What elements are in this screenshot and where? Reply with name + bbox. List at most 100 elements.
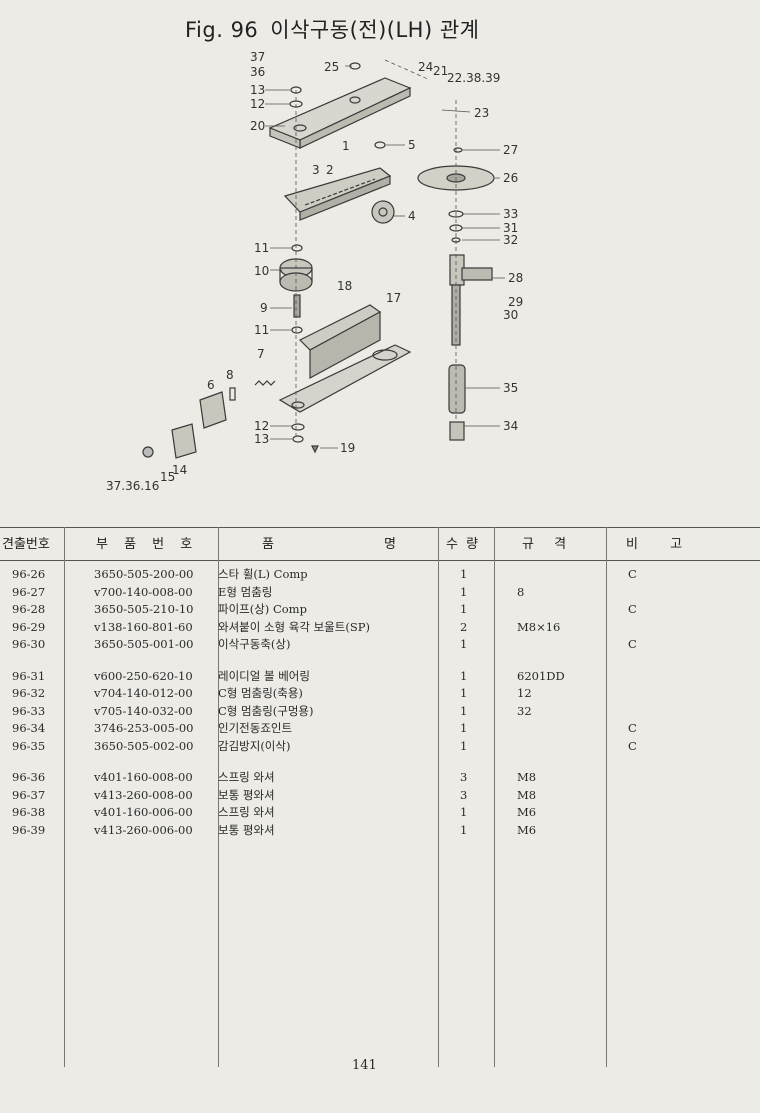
column-divider [438, 527, 439, 1067]
group-gap [218, 654, 370, 668]
cell-qty: 3 [460, 770, 468, 784]
callout: 4 [408, 209, 416, 223]
callout: 33 [503, 207, 518, 221]
header-name-a: 품 [262, 537, 274, 552]
group-gap [218, 755, 370, 769]
cell-part: 3650-505-001-00 [94, 637, 194, 651]
group-gap [517, 755, 565, 769]
callout: 35 [503, 381, 518, 395]
column-divider [218, 527, 219, 1067]
callout: 15 [160, 470, 175, 484]
cell-name: 레이디얼 볼 베어링 [218, 668, 310, 683]
cell-name: C형 멈춤링(축용) [218, 686, 303, 700]
table-header-border [0, 560, 760, 561]
cell-note: C [628, 567, 637, 581]
callout: 19 [340, 441, 355, 455]
callout: 28 [508, 271, 523, 285]
cell-qty: 2 [460, 619, 468, 634]
cell-no: 96-26 [12, 567, 46, 581]
cell-note [628, 619, 637, 637]
cell-qty: 1 [460, 567, 468, 581]
header-spec: 규 격 [522, 537, 575, 552]
callout: 14 [172, 463, 187, 477]
cell-qty: 1 [460, 822, 468, 837]
cell-qty: 1 [460, 637, 468, 651]
cell-no: 96-34 [12, 721, 46, 735]
callout: 12 [250, 97, 265, 111]
callout: 5 [408, 138, 416, 152]
cell-spec [517, 738, 565, 756]
header-qty: 수 량 [446, 537, 481, 552]
cell-spec: M6 [517, 822, 537, 837]
cell-note: C [628, 721, 637, 735]
cell-spec: M8 [517, 770, 537, 784]
callout: 30 [503, 308, 518, 322]
cell-note [628, 769, 637, 787]
callout: 31 [503, 221, 518, 235]
cell-part: v700-140-008-00 [94, 584, 193, 599]
callout: 13 [250, 83, 265, 97]
callout: 22.38.39 [447, 71, 500, 85]
cell-no: 96-32 [12, 686, 46, 700]
callout: 37.36.16 [106, 479, 159, 493]
callout: 25 [324, 60, 339, 74]
callout: 6 [207, 378, 215, 392]
callout: 27 [503, 143, 518, 157]
cell-no: 96-28 [12, 602, 46, 616]
cell-part: 3650-505-002-00 [94, 738, 194, 753]
cell-part: v413-260-008-00 [94, 787, 193, 802]
cell-spec: 8 [517, 584, 525, 599]
cell-qty: 1 [460, 668, 468, 683]
callout: 12 [254, 419, 269, 433]
cell-part: v413-260-006-00 [94, 822, 193, 837]
group-gap [460, 654, 467, 668]
cell-part: v704-140-012-00 [94, 686, 193, 700]
callout: 32 [503, 233, 518, 247]
callout: 20 [250, 119, 265, 133]
callout: 3 [312, 163, 320, 177]
header-part-no: 부 품 번 호 [96, 537, 199, 552]
callout: 9 [260, 301, 268, 315]
callout: 37 [250, 50, 265, 64]
callout: 18 [337, 279, 352, 293]
cell-note [628, 822, 637, 840]
cell-no: 96-35 [12, 738, 46, 753]
cell-spec: 12 [517, 686, 532, 700]
cell-note [628, 668, 637, 686]
cell-name: 스프링 와셔 [218, 805, 275, 819]
cell-name: C형 멈춤링(구멍용) [218, 703, 314, 718]
group-gap [94, 654, 193, 668]
cell-name: 감김방지(이삭) [218, 738, 291, 753]
cell-qty: 1 [460, 703, 468, 718]
column-divider [64, 527, 65, 1067]
cell-part: v705-140-032-00 [94, 703, 193, 718]
cell-spec [517, 636, 565, 654]
cell-note [628, 685, 637, 703]
cell-no: 96-39 [12, 822, 46, 837]
cell-qty: 1 [460, 686, 468, 700]
cell-note: C [628, 602, 637, 616]
cell-no: 96-38 [12, 805, 46, 819]
cell-qty: 1 [460, 738, 468, 753]
callout: 2 [326, 163, 334, 177]
cell-qty: 3 [460, 787, 468, 802]
callout: 11 [254, 241, 269, 255]
cell-spec: M8×16 [517, 619, 561, 634]
exploded-parts-diagram: 37 36 13 12 20 25 24 21 22.38.39 23 5 27… [106, 50, 523, 493]
group-gap [628, 755, 637, 769]
cell-name: E형 멈춤링 [218, 584, 273, 599]
callout: 24 [418, 60, 433, 74]
callout: 10 [254, 264, 269, 278]
group-gap [12, 755, 45, 769]
cell-name: 스타 휠(L) Comp [218, 567, 308, 581]
cell-name: 스프링 와셔 [218, 770, 275, 784]
cell-spec: 6201DD [517, 668, 565, 683]
cell-part: 3650-505-200-00 [94, 567, 194, 581]
callout: 1 [342, 139, 350, 153]
cell-no: 96-31 [12, 668, 46, 683]
callout: 8 [226, 368, 234, 382]
callout: 36 [250, 65, 265, 79]
column-divider [494, 527, 495, 1067]
